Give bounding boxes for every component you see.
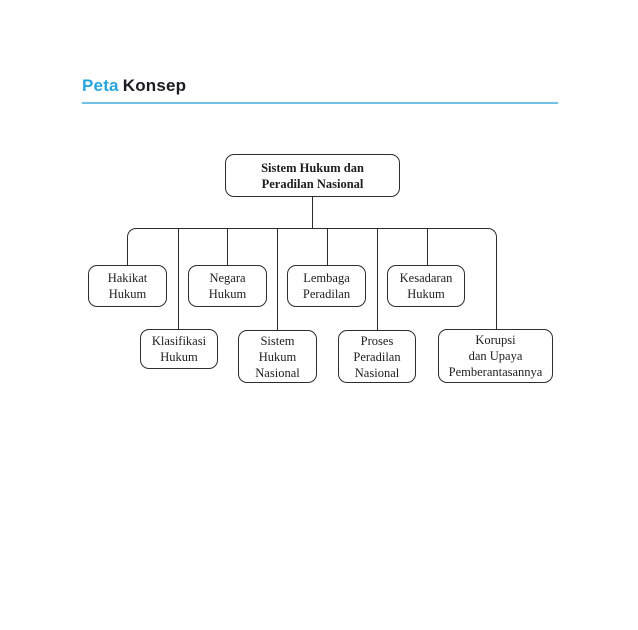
- node-lembaga-peradilan: Lembaga Peradilan: [287, 265, 366, 307]
- connector-drop-sistem: [277, 228, 278, 330]
- connector-drop-klasifikasi: [178, 228, 179, 329]
- title-accent-word: Peta: [82, 76, 119, 95]
- connector-drop-korupsi: [496, 264, 497, 329]
- node-sistem-hukum-nasional: Sistem Hukum Nasional: [238, 330, 317, 383]
- connector-root-stem: [312, 197, 313, 228]
- node-hakikat-hukum: Hakikat Hukum: [88, 265, 167, 307]
- connector-drop-kesadaran: [427, 228, 428, 265]
- node-kesadaran-hukum: Kesadaran Hukum: [387, 265, 465, 307]
- connector-drop-negara: [227, 228, 228, 265]
- title-underline: [82, 102, 558, 104]
- node-proses-peradilan-nasional: Proses Peradilan Nasional: [338, 330, 416, 383]
- node-sistem-hukum-dan-peradilan-nasional: Sistem Hukum dan Peradilan Nasional: [225, 154, 400, 197]
- node-korupsi-dan-upaya-pemberantasannya: Korupsi dan Upaya Pemberantasannya: [438, 329, 553, 383]
- connector-main-rail: [127, 228, 497, 265]
- connector-drop-proses: [377, 228, 378, 330]
- title-rest-word: Konsep: [122, 76, 187, 95]
- connector-drop-lembaga: [327, 228, 328, 265]
- node-negara-hukum: Negara Hukum: [188, 265, 267, 307]
- node-klasifikasi-hukum: Klasifikasi Hukum: [140, 329, 218, 369]
